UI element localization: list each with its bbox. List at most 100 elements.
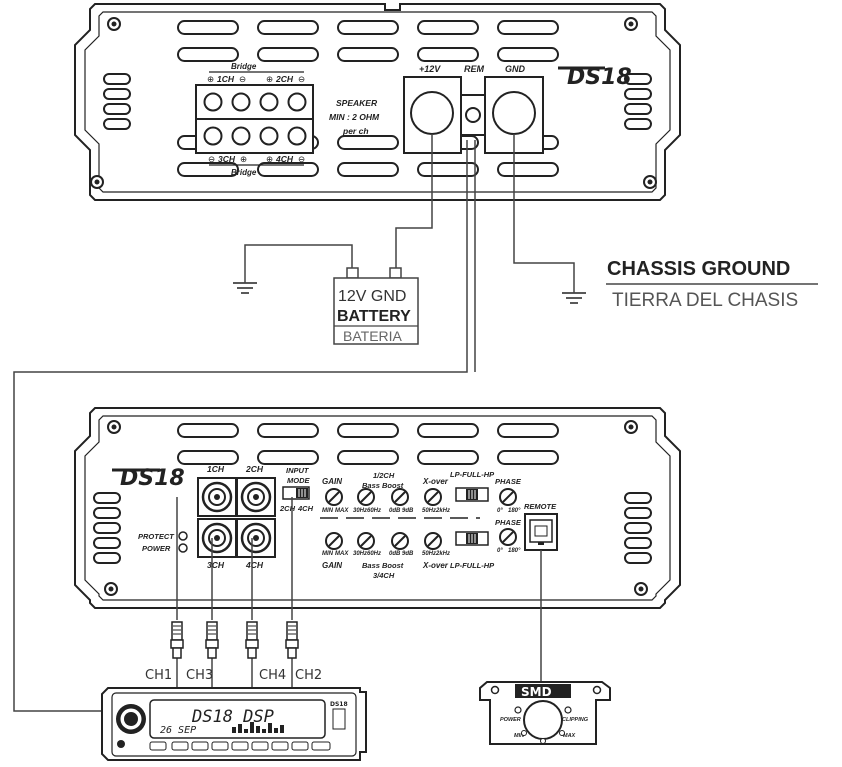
bass-60hz-label: 60Hz	[367, 508, 381, 514]
phase-0-label-2: 0°	[497, 548, 503, 554]
battery-terminal-labels: 12V GND	[338, 288, 406, 305]
bass-freq-knob-12[interactable]	[357, 488, 375, 506]
remote-clipping-label: CLIPPING	[562, 717, 589, 723]
preset-button[interactable]	[251, 741, 269, 751]
screw-icon	[643, 175, 657, 189]
mode-2ch-label: 2CH	[279, 504, 296, 513]
rca-cables	[176, 497, 542, 690]
svg-text:⊖: ⊖	[298, 74, 305, 84]
preset-button[interactable]	[171, 741, 189, 751]
speaker-impedance-label: MIN : 2 OHM	[329, 112, 380, 122]
input-label-2ch: 2CH	[245, 464, 264, 474]
chassis-ground-title: CHASSIS GROUND	[607, 258, 790, 280]
gain-min-label: MIN	[322, 508, 334, 514]
input-mode-label-2: MODE	[287, 476, 310, 485]
rca-plug-icon	[170, 621, 184, 659]
rca-label-ch4: CH4	[259, 668, 286, 683]
gain-max-label: MAX	[335, 508, 349, 514]
pos12v-label: +12V	[419, 64, 441, 74]
remote-min-label: MIN	[514, 733, 525, 739]
phase-knob-12[interactable]	[499, 488, 517, 506]
bridge-label-top: Bridge	[231, 62, 257, 71]
screw-icon	[90, 175, 104, 189]
gain-label-bottom: GAIN	[322, 561, 342, 570]
filter-switch-34[interactable]	[455, 531, 489, 546]
rca-plug-icon	[285, 621, 299, 659]
preset-button[interactable]	[191, 741, 209, 751]
bass-freq-knob-34[interactable]	[357, 532, 375, 550]
bass-60hz-label-2: 60Hz	[367, 551, 381, 557]
mode-4ch-label: 4CH	[297, 504, 314, 513]
remote-label: REMOTE	[524, 502, 557, 511]
head-unit: DS18 DSP 26 SEP DS18	[101, 687, 367, 761]
xover-knob-34[interactable]	[424, 532, 442, 550]
xover-knob-12[interactable]	[424, 488, 442, 506]
rca-label-ch1: CH1	[145, 668, 172, 683]
lp-full-hp-label: LP-FULL-HP	[450, 470, 495, 479]
bass-boost-knob-34[interactable]	[391, 532, 409, 550]
rca-input-2ch[interactable]	[235, 476, 277, 518]
preset-button[interactable]	[231, 741, 249, 751]
speaker-perch-label: per ch	[342, 126, 369, 136]
svg-text:⊖: ⊖	[208, 154, 215, 164]
rca-input-3ch[interactable]	[196, 517, 238, 559]
bass-boost-label-bottom: Bass Boost	[362, 561, 404, 570]
preset-button[interactable]	[271, 741, 289, 751]
boost-9db-label-2: 9dB	[402, 551, 414, 557]
input-label-4ch: 4CH	[245, 560, 264, 570]
channel-label-2ch: 2CH	[275, 74, 294, 84]
rca-input-4ch[interactable]	[235, 517, 277, 559]
screw-icon	[104, 582, 118, 596]
rca-input-1ch[interactable]	[196, 476, 238, 518]
power-wiring	[13, 134, 575, 712]
preset-button[interactable]	[149, 741, 167, 751]
channel-label-1ch: 1CH	[217, 74, 235, 84]
speaker-label: SPEAKER	[336, 98, 378, 108]
gain-label: GAIN	[322, 477, 342, 486]
svg-text:⊖: ⊖	[298, 154, 305, 164]
phase-0-label: 0°	[497, 508, 503, 514]
screw-icon	[624, 420, 638, 434]
screw-icon	[107, 420, 121, 434]
phase-knob-34[interactable]	[499, 528, 517, 546]
boost-9db-label: 9dB	[402, 508, 414, 514]
phase-180-label: 180°	[508, 508, 521, 514]
protect-label: PROTECT	[138, 532, 175, 541]
head-unit-display-date: 26 SEP	[160, 725, 196, 736]
remote-power-label: POWER	[500, 717, 521, 723]
svg-text:⊖: ⊖	[239, 74, 246, 84]
gain-knob-12[interactable]	[325, 488, 343, 506]
svg-text:⊕: ⊕	[266, 74, 273, 84]
gain-min-label-2: MIN	[322, 551, 334, 557]
preset-button[interactable]	[211, 741, 229, 751]
filter-switch-12[interactable]	[455, 487, 489, 502]
boost-0db-label-2: 0dB	[389, 551, 401, 557]
preset-button[interactable]	[311, 741, 331, 751]
xover-2khz-label-2: 2kHz	[435, 551, 450, 557]
xover-50hz-label: 50Hz	[422, 508, 436, 514]
remote-level-knob[interactable]	[523, 700, 563, 740]
screw-icon	[634, 582, 648, 596]
power-label: POWER	[142, 544, 171, 553]
remote-port[interactable]	[524, 513, 558, 551]
smd-logo: SMD	[521, 685, 552, 699]
gnd-label: GND	[505, 64, 526, 74]
preset-button[interactable]	[291, 741, 309, 751]
rca-label-ch3: CH3	[186, 668, 213, 683]
svg-text:⊕: ⊕	[240, 154, 247, 164]
channel-label-4ch: 4CH	[275, 154, 294, 164]
input-mode-switch[interactable]	[282, 486, 310, 500]
bass-30hz-label: 30Hz	[353, 508, 367, 514]
speaker-terminal-block	[195, 84, 314, 154]
boost-0db-label: 0dB	[389, 508, 401, 514]
head-unit-display-main: DS18 DSP	[191, 707, 274, 727]
lp-full-hp-label-bottom: LP-FULL-HP	[450, 561, 495, 570]
input-label-3ch: 3CH	[207, 560, 225, 570]
head-unit-logo: DS18	[330, 701, 348, 708]
battery: 12V GND BATTERY BATERIA	[333, 267, 419, 345]
input-mode-label-1: INPUT	[286, 466, 310, 475]
gain-knob-34[interactable]	[325, 532, 343, 550]
svg-text:⊕: ⊕	[207, 74, 214, 84]
bass-boost-knob-12[interactable]	[391, 488, 409, 506]
